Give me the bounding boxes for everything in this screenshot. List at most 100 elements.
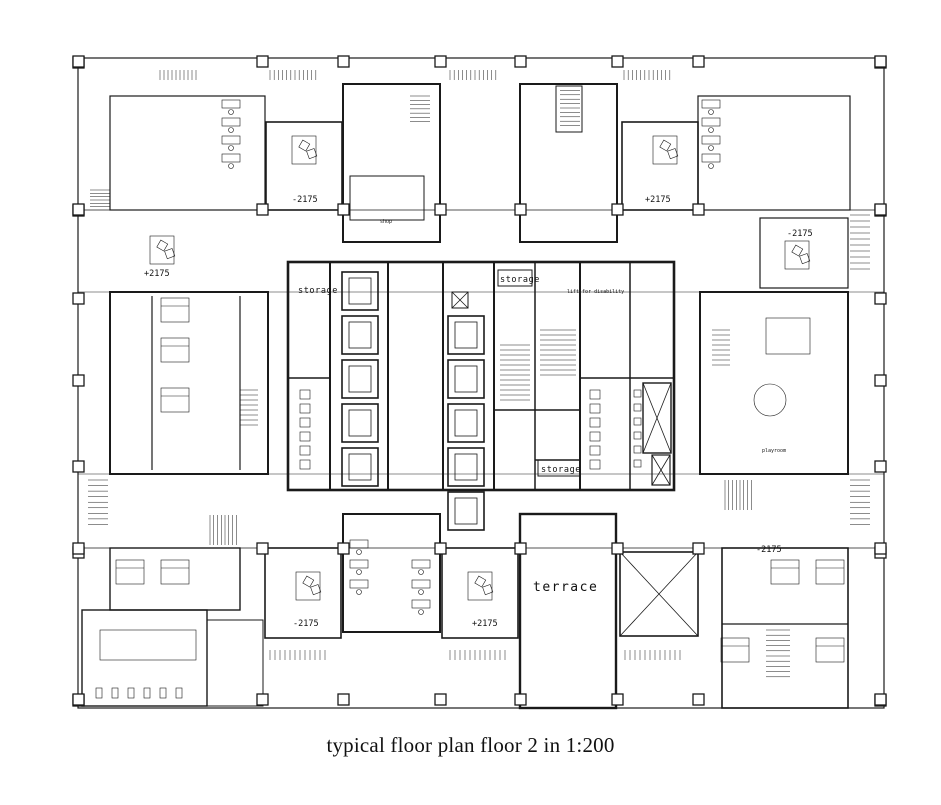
desk (221, 117, 241, 127)
lift-shaft (341, 403, 379, 443)
basin (633, 459, 642, 468)
column (72, 55, 85, 68)
bed (160, 559, 190, 585)
column (514, 203, 527, 216)
chair (143, 687, 151, 699)
column (256, 203, 269, 216)
chair (482, 584, 494, 596)
lift-shaft (341, 359, 379, 399)
desk (349, 539, 369, 549)
column (514, 693, 527, 706)
column (692, 693, 705, 706)
storage-label-3: storage (541, 465, 581, 475)
bed (160, 297, 190, 323)
column (72, 693, 85, 706)
chair (298, 139, 311, 152)
chair (175, 687, 183, 699)
table (784, 240, 810, 270)
bed (720, 637, 750, 663)
lift-car (348, 409, 372, 437)
desk (411, 599, 431, 609)
desk (411, 559, 431, 569)
toilet-stall (589, 389, 601, 400)
chair (228, 145, 234, 151)
drawing-caption: typical floor plan floor 2 in 1:200 (326, 733, 615, 757)
table (467, 571, 493, 601)
terrace-area (518, 512, 699, 710)
bed (815, 559, 845, 585)
desk (701, 99, 721, 109)
column (874, 292, 887, 305)
bed (815, 637, 845, 663)
storage-label-2: storage (500, 275, 540, 285)
column (434, 203, 447, 216)
column (72, 203, 85, 216)
terrace-label: terrace (533, 580, 598, 595)
level-label-5: -2175 (293, 619, 319, 629)
lift-shaft (447, 403, 485, 443)
toilet-stall (299, 403, 311, 414)
column (434, 693, 447, 706)
shop-label: shop (380, 219, 392, 225)
lift-car (454, 453, 478, 481)
column (434, 542, 447, 555)
chair (708, 127, 714, 133)
left-units (81, 95, 343, 707)
chair (302, 575, 315, 588)
level-label-7: -2175 (756, 545, 782, 555)
toilet-stall (589, 431, 601, 442)
storage-label-1: storage (298, 286, 338, 296)
desk (701, 117, 721, 127)
chair (708, 145, 714, 151)
column (256, 55, 269, 68)
lift-shaft (341, 447, 379, 487)
chair (95, 687, 103, 699)
chair (228, 109, 234, 115)
chair (228, 127, 234, 133)
bed (770, 559, 800, 585)
column (874, 693, 887, 706)
top-center-units (342, 83, 618, 243)
chair (418, 569, 424, 575)
right-units (621, 95, 851, 709)
floor-plan-drawing: terrace storage storage storage lift for… (72, 55, 887, 710)
column (337, 203, 350, 216)
lift-car (454, 321, 478, 349)
column (874, 542, 887, 555)
chair (474, 575, 487, 588)
table (149, 235, 175, 265)
basin (633, 445, 642, 454)
column (72, 292, 85, 305)
column (611, 542, 624, 555)
column (337, 542, 350, 555)
desk (701, 153, 721, 163)
column (256, 693, 269, 706)
lift-car (348, 365, 372, 393)
column (874, 374, 887, 387)
desk (221, 153, 241, 163)
desk (411, 579, 431, 589)
toilet-stall (589, 445, 601, 456)
bed (115, 559, 145, 585)
desk (221, 135, 241, 145)
chair (310, 584, 322, 596)
plan-linework (72, 55, 887, 710)
toilet-stall (299, 445, 311, 456)
bed (160, 337, 190, 363)
column (337, 55, 350, 68)
basin (633, 417, 642, 426)
column (692, 55, 705, 68)
column (611, 203, 624, 216)
sofa-area (765, 317, 811, 355)
chair (159, 687, 167, 699)
level-label-2: +2175 (645, 195, 671, 205)
chair (356, 569, 362, 575)
lift-shaft (447, 491, 485, 531)
level-label-3: +2175 (144, 269, 170, 279)
table (291, 135, 317, 165)
column (337, 693, 350, 706)
column (874, 203, 887, 216)
chair (164, 248, 176, 260)
chair (667, 148, 679, 160)
chair (418, 609, 424, 615)
